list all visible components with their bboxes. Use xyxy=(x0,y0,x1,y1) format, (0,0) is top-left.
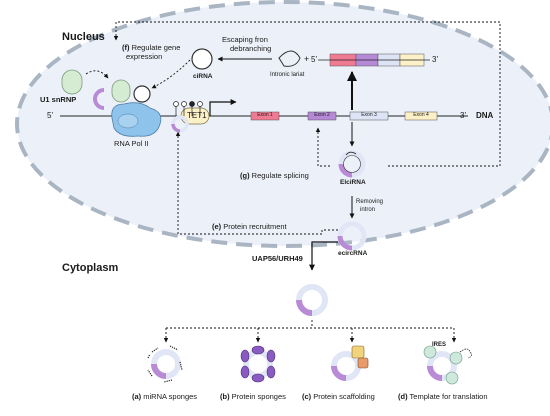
cirna-to-pol2-path xyxy=(151,59,191,89)
e-annotation: (e) Protein recruitment xyxy=(212,222,287,231)
escaping-label: Escaping fron xyxy=(222,35,268,44)
removing-label: Removing xyxy=(356,199,384,205)
f-annotation: (f) Regulate gene xyxy=(122,43,181,52)
debranching-label: debranching xyxy=(230,44,272,53)
three-prime-label: 3' xyxy=(460,111,466,120)
intronic-lariat-shape xyxy=(278,50,301,67)
g-annotation: (g) Regulate splicing xyxy=(240,171,309,180)
u1-snrnp-shape xyxy=(61,69,83,95)
intron-label: intron xyxy=(360,207,376,213)
cirna-circle xyxy=(191,48,213,70)
function-c: (c) Protein scaffolding xyxy=(302,392,375,401)
u1-to-pol2-arrow xyxy=(85,70,109,79)
cyto-circrna-arc xyxy=(296,299,313,316)
peptide-chain xyxy=(459,348,472,359)
nucleus-label: Nucleus xyxy=(62,31,105,43)
cirna-label: ciRNA xyxy=(193,73,213,80)
dna-exon-1 xyxy=(250,111,280,121)
exon-2-label: Exon 2 xyxy=(314,112,330,118)
scaffold-arc xyxy=(331,365,347,381)
scaffold-protein-2 xyxy=(357,357,369,369)
transcription-start-arrow xyxy=(209,99,237,116)
f-annotation-line2: expression xyxy=(126,52,163,61)
dna-exon-2 xyxy=(307,111,337,121)
rnapol-label: RNA Pol II xyxy=(114,139,149,148)
scaffold-protein-1 xyxy=(351,345,365,359)
elcirna-inner xyxy=(343,155,361,173)
elcirna-arc xyxy=(338,163,353,178)
export-arrow xyxy=(309,241,338,271)
exporter-label: UAP56/URH49 xyxy=(252,254,303,263)
methyl-head-3 xyxy=(189,101,195,107)
u1-snrnp-shape-2 xyxy=(111,79,131,103)
dna-label: DNA xyxy=(476,111,494,120)
ecircrna-arc xyxy=(337,235,353,251)
pol2-bound-circle xyxy=(133,85,151,103)
methyl-head-1 xyxy=(173,101,179,107)
ecircrna-label: ecircRNA xyxy=(338,250,368,257)
mirna-marks xyxy=(147,345,183,383)
intronic-lariat-label: Intronic lariat xyxy=(270,72,305,78)
function-b: (b) Protein sponges xyxy=(220,392,286,401)
methyl-head-4 xyxy=(197,101,203,107)
tet1-label: TET1 xyxy=(187,111,207,120)
protein-sponge-proteins xyxy=(240,345,276,383)
dna-exon-4 xyxy=(404,111,438,121)
methyl-head-2 xyxy=(181,101,187,107)
exon-3-label: Exon 3 xyxy=(361,112,377,118)
elcirna-label: ElciRNA xyxy=(340,179,366,186)
e-feedback-path xyxy=(175,131,338,235)
premrna-five-prime: 5' xyxy=(311,55,317,64)
u1-circ-arc xyxy=(93,88,105,110)
function-d: (d) Template for translation xyxy=(398,392,488,401)
elcirna-tail xyxy=(345,151,357,156)
rna-pol-ii-lobe xyxy=(117,113,139,129)
function-a: (a) miRNA sponges xyxy=(132,392,198,401)
plus-sign: + xyxy=(304,54,310,64)
exon-1-label: Exon 1 xyxy=(257,112,273,118)
ires-label: IRES xyxy=(432,342,447,348)
u1-label: U1 snRNP xyxy=(40,95,77,104)
exon-4-label: Exon 4 xyxy=(413,112,429,118)
g-feedback-path xyxy=(315,127,330,167)
dna-exon-3 xyxy=(349,111,389,121)
ribosomes xyxy=(423,345,463,385)
mirna-sponge-arc xyxy=(151,363,167,379)
protein-sponge-circ xyxy=(243,349,273,379)
premrna-three-prime: 3' xyxy=(432,55,438,64)
tet1-bound-arc xyxy=(171,123,181,133)
translation-arc xyxy=(427,365,443,381)
five-prime-label: 5' xyxy=(47,111,53,120)
f-feedback-path xyxy=(113,21,501,167)
cytoplasm-label: Cytoplasm xyxy=(62,262,119,274)
